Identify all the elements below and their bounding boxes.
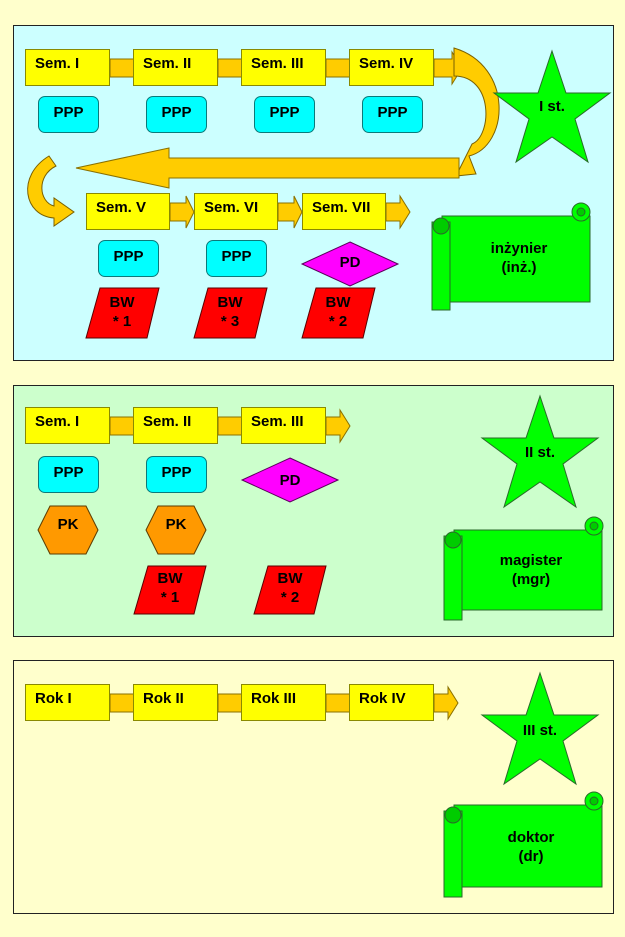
stage-1-panel: Sem. I Sem. II Sem. III Sem. IV PPP PPP … <box>13 25 614 361</box>
bw-parallelogram-1 <box>85 287 160 339</box>
year-4: Rok IV <box>349 684 434 721</box>
pk-label-2: PK <box>165 515 187 533</box>
pd-diamond <box>300 241 400 287</box>
bw-label-2: BW * 2 <box>277 570 303 606</box>
bw-label-3: BW * 2 <box>325 294 351 330</box>
stage-1-connectors <box>27 47 612 339</box>
star-label: I st. <box>539 97 565 115</box>
stage-2-connectors <box>37 394 604 621</box>
bw-label-1: BW * 1 <box>157 570 183 606</box>
year-3: Rok III <box>241 684 326 721</box>
curved-arrow-left <box>27 155 75 227</box>
semester-3: Sem. III <box>241 407 326 444</box>
ppp-2: PPP <box>146 96 207 133</box>
pd-diamond <box>240 457 340 503</box>
semester-2: Sem. II <box>133 49 218 86</box>
arrow-sem5-sem6 <box>169 195 195 229</box>
bw-parallelogram-1 <box>133 565 207 615</box>
ppp-6: PPP <box>206 240 267 277</box>
long-arrow-left <box>75 147 460 189</box>
semester-4: Sem. IV <box>349 49 434 86</box>
bw-parallelogram-2 <box>193 287 268 339</box>
stage-2-panel: Sem. I Sem. II Sem. III PPP PPP PD PK PK… <box>13 385 614 637</box>
arrow-sem3-out <box>325 408 351 444</box>
semester-7: Sem. VII <box>302 193 386 230</box>
year-1: Rok I <box>25 684 110 721</box>
star-shape <box>492 49 612 164</box>
pk-label-1: PK <box>57 515 79 533</box>
pk-hexagon-2 <box>145 505 207 555</box>
bw-label-2: BW * 3 <box>217 294 243 330</box>
bw-parallelogram-2 <box>253 565 327 615</box>
star-label: III st. <box>522 721 558 739</box>
diploma-scroll-shape <box>431 202 591 311</box>
pk-hexagon-1 <box>37 505 99 555</box>
star-shape <box>480 394 600 509</box>
ppp-1: PPP <box>38 456 99 493</box>
pd-label: PD <box>339 253 361 271</box>
ppp-3: PPP <box>254 96 315 133</box>
arrow-sem6-sem7 <box>277 195 303 229</box>
diploma-label: doktor (dr) <box>507 829 555 865</box>
semester-5: Sem. V <box>86 193 170 230</box>
star-label: II st. <box>524 443 555 461</box>
ppp-4: PPP <box>362 96 423 133</box>
semester-3: Sem. III <box>241 49 326 86</box>
arrow-sem7-out <box>385 194 411 230</box>
semester-2: Sem. II <box>133 407 218 444</box>
diploma-scroll-shape <box>443 516 604 621</box>
year-2: Rok II <box>133 684 218 721</box>
stage-3-panel: Rok I Rok II Rok III Rok IV III st. dokt… <box>13 660 614 914</box>
star-shape <box>480 671 600 786</box>
arrow-year4-out <box>433 685 459 721</box>
curved-arrow-right <box>453 47 500 177</box>
diploma-scroll-shape <box>443 791 604 898</box>
bw-parallelogram-3 <box>301 287 376 339</box>
stage-3-connectors <box>109 671 604 898</box>
diploma-label: magister (mgr) <box>499 552 563 588</box>
semester-1: Sem. I <box>25 49 110 86</box>
bw-label-1: BW * 1 <box>109 294 135 330</box>
semester-6: Sem. VI <box>194 193 278 230</box>
semester-1: Sem. I <box>25 407 110 444</box>
ppp-1: PPP <box>38 96 99 133</box>
diploma-label: inżynier (inż.) <box>490 240 548 276</box>
pd-label: PD <box>279 471 301 489</box>
ppp-2: PPP <box>146 456 207 493</box>
ppp-5: PPP <box>98 240 159 277</box>
